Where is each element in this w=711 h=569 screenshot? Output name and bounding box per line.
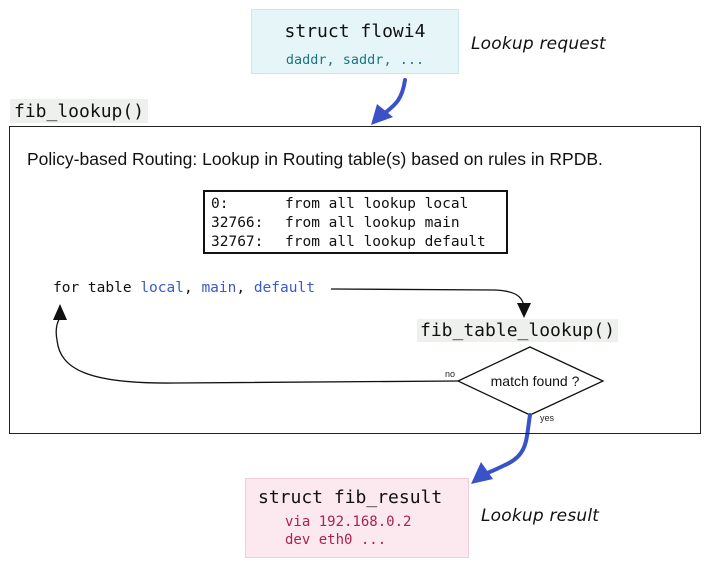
- rpdb-rules-box: 0: from all lookup local 32766: from all l…: [203, 190, 508, 254]
- result-dev-field: dev eth0 ...: [285, 532, 387, 548]
- request-struct-fields: daddr, saddr, ...: [285, 52, 425, 68]
- rule-text: from all lookup default: [285, 234, 486, 250]
- decision-question: match found ?: [490, 373, 580, 389]
- lookup-request-annotation: Lookup request: [471, 34, 606, 54]
- rule-priority: 32767:: [211, 234, 264, 250]
- loop-separator: ,: [183, 280, 202, 296]
- loop-separator: ,: [236, 280, 254, 296]
- fib-lookup-function-label: fib_lookup(): [10, 99, 149, 123]
- fib-lookup-container: [9, 126, 701, 434]
- rule-text: from all lookup local: [285, 196, 469, 212]
- decision-no-label: no: [445, 369, 456, 379]
- result-via-field: via 192.168.0.2: [285, 514, 412, 530]
- yes-arrowhead: [471, 462, 493, 484]
- result-struct-box: struct fib_result via 192.168.0.2 dev et…: [245, 478, 469, 558]
- request-struct-box: struct flowi4 daddr, saddr, ...: [251, 9, 459, 74]
- policy-description: Policy-based Routing: Lookup in Routing …: [27, 149, 603, 169]
- rule-row: 32767: from all lookup default: [211, 233, 506, 252]
- loop-table-local: local: [140, 280, 184, 296]
- rule-priority: 32766:: [211, 215, 264, 231]
- no-loop-arrowhead: [53, 304, 67, 320]
- table-loop-statement: for table local, main, default: [53, 280, 315, 296]
- request-struct-name: struct flowi4: [284, 21, 426, 42]
- request-arrow: [383, 78, 407, 115]
- loop-prefix: for table: [53, 280, 141, 296]
- decision-yes-label: yes: [540, 413, 555, 423]
- rule-text: from all lookup main: [285, 215, 460, 231]
- rule-row: 0: from all lookup local: [211, 195, 506, 214]
- loop-table-main: main: [201, 280, 237, 296]
- to-table-lookup-arrowhead: [517, 303, 531, 318]
- rule-priority: 0:: [211, 196, 229, 212]
- fib-table-lookup-function-label: fib_table_lookup(): [417, 319, 619, 342]
- no-loop-arrow: [55, 317, 459, 384]
- rule-row: 32766: from all lookup main: [211, 214, 506, 233]
- result-struct-name: struct fib_result: [258, 487, 443, 508]
- request-arrowhead: [371, 104, 393, 125]
- lookup-result-annotation: Lookup result: [481, 506, 600, 526]
- loop-table-default: default: [253, 280, 315, 296]
